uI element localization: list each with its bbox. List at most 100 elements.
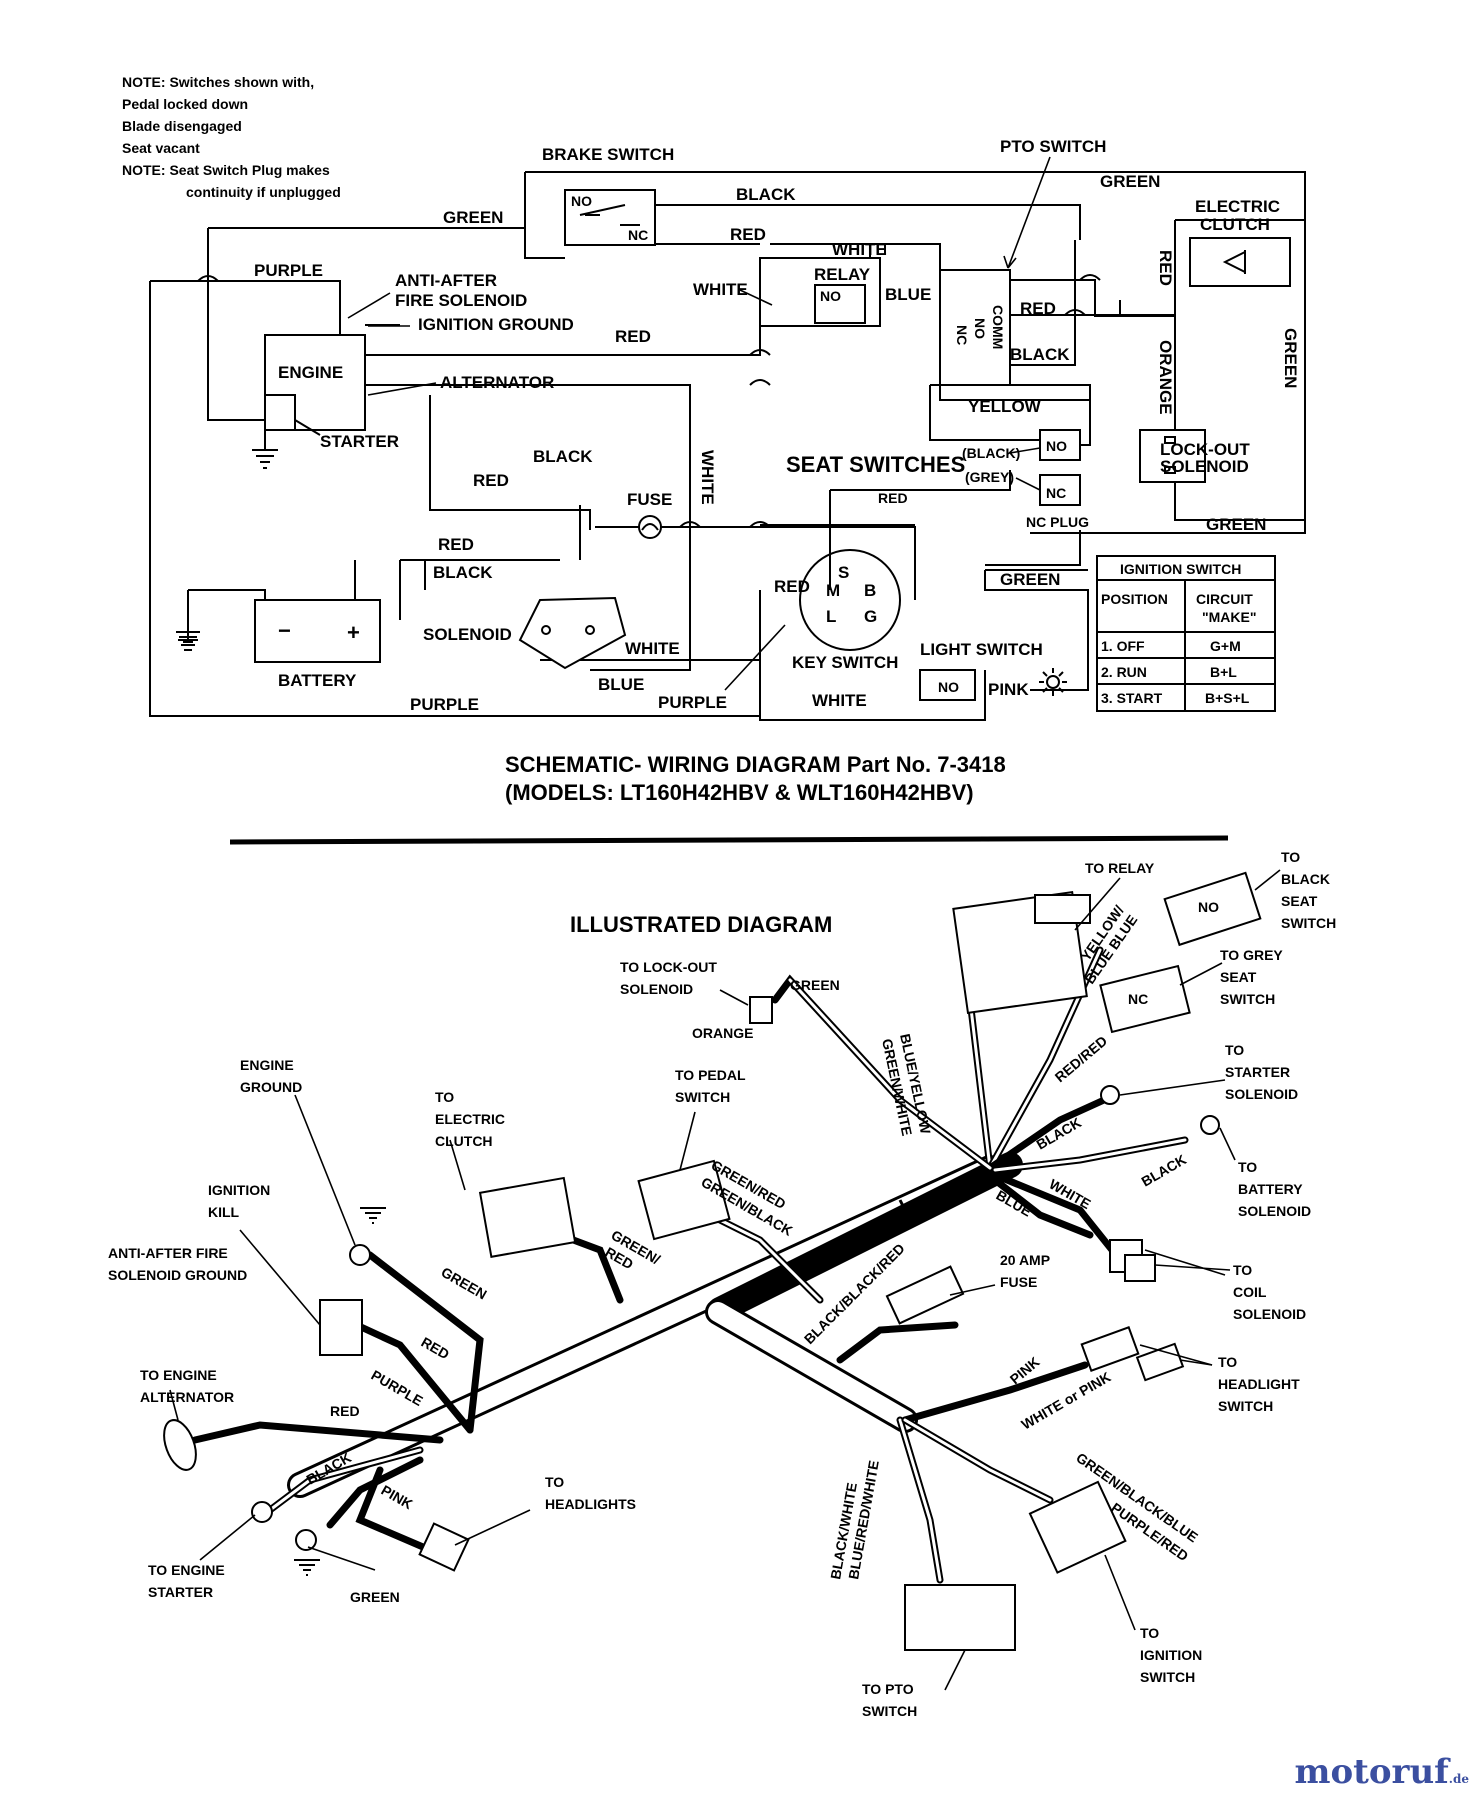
battery-box: − + xyxy=(254,599,381,663)
wire-purple-label: PURPLE xyxy=(410,695,479,714)
wire-green-label: GREEN xyxy=(1000,570,1060,589)
battery-pos: + xyxy=(347,620,360,645)
black-seat-no: NO xyxy=(1198,899,1219,915)
wire-red-label: RED xyxy=(473,471,509,490)
key-switch-label: KEY SWITCH xyxy=(792,653,898,672)
headlights-connector xyxy=(418,1522,470,1572)
pto-comm-label: COMM xyxy=(990,305,1006,349)
to-starter-eng-label: TO ENGINE xyxy=(148,1562,225,1578)
wire-yellow-label: YELLOW xyxy=(968,397,1042,416)
relay-box: NO xyxy=(759,257,881,327)
schematic-labels: BRAKE SWITCH PTO SWITCH GREEN BLACK GREE… xyxy=(254,137,1300,714)
wire-green-label: GREEN xyxy=(1281,328,1300,388)
engine-ground-label: GROUND xyxy=(240,1079,302,1095)
wire-white-label: WHITE xyxy=(698,450,717,505)
fuse-label: FUSE xyxy=(627,490,672,509)
to-ignition-sw-label: TO xyxy=(1140,1625,1159,1641)
battery-neg: − xyxy=(278,618,291,643)
note-line: Blade disengaged xyxy=(122,118,242,134)
table-header-circuit: CIRCUIT xyxy=(1196,591,1253,607)
pto-no-label: NO xyxy=(972,318,988,339)
battery-ground-symbol xyxy=(176,631,200,643)
caption-line-2: (MODELS: LT160H42HBV & WLT160H42HBV) xyxy=(505,780,974,805)
nc-plug-label: NC PLUG xyxy=(1026,514,1089,530)
to-battery-sol-label: TO xyxy=(1238,1159,1257,1175)
note-line: Seat vacant xyxy=(122,140,200,156)
to-battery-sol-label: BATTERY xyxy=(1238,1181,1303,1197)
fuse-symbol xyxy=(638,515,662,539)
wire-red-label: RED xyxy=(730,225,766,244)
to-ignition-sw-label: SWITCH xyxy=(1140,1669,1195,1685)
table-title: IGNITION SWITCH xyxy=(1120,561,1241,577)
headlight-sw-connector-1 xyxy=(1080,1326,1140,1372)
seat-grey-nc-label: NC xyxy=(1046,485,1066,501)
alternator-terminal xyxy=(163,1419,197,1471)
wire-red-label: RED xyxy=(438,535,474,554)
alternator-label: ALTERNATOR xyxy=(440,373,554,392)
to-coil-sol-label: COIL xyxy=(1233,1284,1267,1300)
to-headlight-sw-label: HEADLIGHT xyxy=(1218,1376,1300,1392)
green-label: GREEN xyxy=(350,1589,400,1605)
to-grey-seat-label: SWITCH xyxy=(1220,991,1275,1007)
ignition-kill-label: IGNITION xyxy=(208,1182,270,1198)
green-label: GREEN xyxy=(790,977,840,993)
fuse-holder xyxy=(885,1265,965,1325)
note-line: continuity if unplugged xyxy=(186,184,341,200)
to-lockout-label: SOLENOID xyxy=(620,981,693,997)
to-coil-sol-label: TO xyxy=(1233,1262,1252,1278)
key-s: S xyxy=(838,563,849,582)
note-line: Pedal locked down xyxy=(122,96,248,112)
table-cell: 1. OFF xyxy=(1101,638,1145,654)
wire-white-label: WHITE xyxy=(625,639,680,658)
grey-seat-connector xyxy=(1099,964,1191,1034)
light-switch-box: NO xyxy=(919,669,976,701)
wire-red-label: RED xyxy=(1020,299,1056,318)
wire-green-label: GREEN xyxy=(1100,172,1160,191)
to-headlight-sw-label: TO xyxy=(1218,1354,1237,1370)
to-pedal-label: TO PEDAL xyxy=(675,1067,746,1083)
starter-solenoid-symbol xyxy=(518,596,627,670)
to-grey-seat-label: TO GREY xyxy=(1220,947,1283,963)
key-l: L xyxy=(826,607,836,626)
to-headlights-label: HEADLIGHTS xyxy=(545,1496,636,1512)
brake-switch-label: BRAKE SWITCH xyxy=(542,145,674,164)
to-pto-sw-label: TO PTO xyxy=(862,1681,914,1697)
ignition-ground-label: IGNITION GROUND xyxy=(418,315,574,334)
light-switch-label: LIGHT SWITCH xyxy=(920,640,1043,659)
lockout-label: SOLENOID xyxy=(1160,457,1249,476)
anti-ground-label: ANTI-AFTER FIRE xyxy=(108,1245,228,1261)
illustrated-labels: TO RELAY TO BLACK SEAT SWITCH TO GREY SE… xyxy=(108,849,1336,1719)
wire-purple-label: PURPLE xyxy=(254,261,323,280)
grey-seat-nc: NC xyxy=(1128,991,1148,1007)
relay-tab xyxy=(1034,894,1091,924)
to-alternator-label: TO ENGINE xyxy=(140,1367,217,1383)
wire-blue-label: BLUE xyxy=(885,285,931,304)
to-starter-sol-label: STARTER xyxy=(1225,1064,1290,1080)
relay-label: RELAY xyxy=(814,265,871,284)
black-seat-connector xyxy=(1163,871,1262,947)
light-no-label: NO xyxy=(938,679,959,695)
tag-black: BLACK xyxy=(1139,1151,1189,1189)
wire-blue-label: BLUE xyxy=(598,675,644,694)
key-switch-symbol: S M B L G xyxy=(799,549,901,651)
headlight-bulb-icon xyxy=(1039,668,1067,696)
key-g: G xyxy=(864,607,877,626)
table-header-make: "MAKE" xyxy=(1202,609,1257,625)
wire-white-label: WHITE xyxy=(693,280,748,299)
wire-green-label: GREEN xyxy=(1206,515,1266,534)
black-tag: (BLACK) xyxy=(962,445,1020,461)
schematic-arrows xyxy=(347,156,1051,691)
wire-orange-label: ORANGE xyxy=(1156,340,1175,415)
to-black-seat-label: TO xyxy=(1281,849,1300,865)
illustrated-arrows xyxy=(169,869,1281,1691)
headlight-sw-connector-2 xyxy=(1135,1342,1185,1382)
to-battery-sol-label: SOLENOID xyxy=(1238,1203,1311,1219)
anti-after-connector xyxy=(319,1299,363,1356)
wire-green-label: GREEN xyxy=(443,208,503,227)
seat-switch-grey: NC xyxy=(1039,474,1081,506)
fuse-20-label: FUSE xyxy=(1000,1274,1037,1290)
ignition-kill-label: KILL xyxy=(208,1204,240,1220)
table-header-position: POSITION xyxy=(1101,591,1168,607)
brake-nc-label: NC xyxy=(628,227,648,243)
anti-after-label: ANTI-AFTER xyxy=(395,271,497,290)
